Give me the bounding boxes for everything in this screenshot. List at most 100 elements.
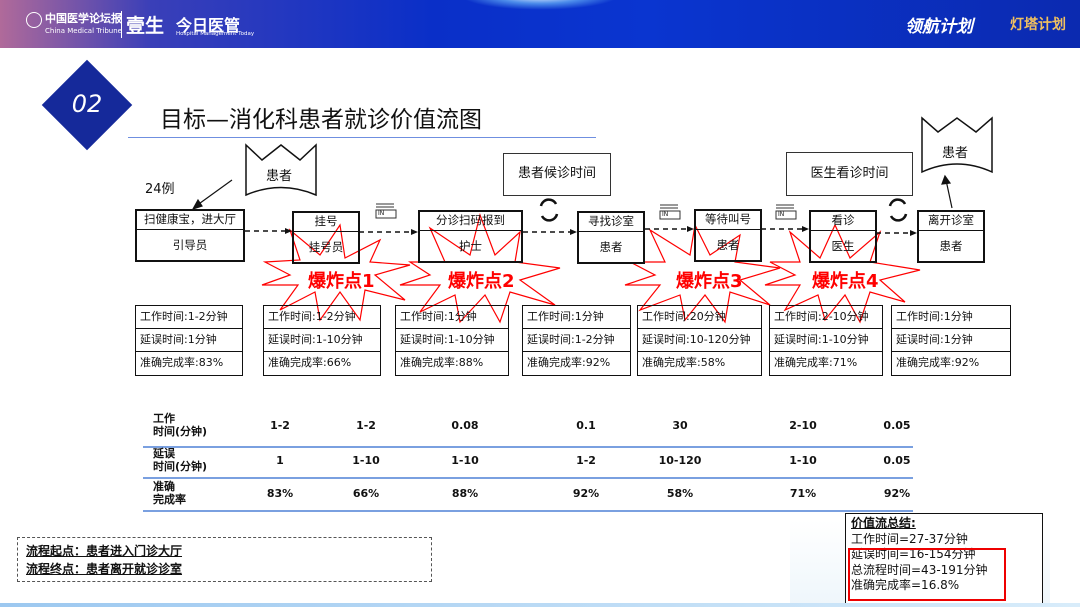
inventory-in-icons <box>375 203 797 220</box>
metrics-box: 工作时间:2-10分钟延误时间:1-10分钟准确完成率:71% <box>769 305 883 376</box>
footer-line <box>0 603 1080 607</box>
process-box: 挂号挂号员 <box>292 211 360 264</box>
process-box: 离开诊室患者 <box>917 210 985 263</box>
summary-total: 总流程时间=43-191分钟 <box>851 562 988 577</box>
accuracy-rate: 准确完成率:92% <box>527 356 611 369</box>
table-divider <box>143 510 913 512</box>
work-time: 工作时间:1-2分钟 <box>264 306 380 329</box>
table-cell: 0.05 <box>883 454 911 467</box>
delay-time: 延误时间:1-10分钟 <box>264 329 380 352</box>
table-row-label: 工作时间(分钟) <box>153 412 207 438</box>
table-cell: 10-120 <box>658 454 702 467</box>
work-time: 工作时间:1分钟 <box>892 306 1010 329</box>
accuracy-rate: 准确完成率:71% <box>774 356 858 369</box>
table-cell: 1-2 <box>270 419 290 432</box>
process-name: 扫健康宝，进大厅 <box>137 211 243 230</box>
table-cell: 66% <box>352 487 380 500</box>
process-name: 寻找诊室 <box>579 213 643 232</box>
row-label-line: 时间(分钟) <box>153 460 208 473</box>
process-box: 寻找诊室患者 <box>577 211 645 264</box>
header-banner: 中国医学论坛报 China Medical Tribune 壹生 今日医管 Ho… <box>0 0 1080 48</box>
explosion-label-3: 爆炸点3 <box>676 271 743 292</box>
process-box: 分诊扫码报到护士 <box>418 210 523 263</box>
header-glow <box>460 0 620 10</box>
row-label-line: 准确 <box>153 480 175 493</box>
case-count: 24例 <box>145 182 175 197</box>
table-row-label: 延误时间(分钟) <box>153 447 207 473</box>
patient-shape-end <box>921 116 993 174</box>
metrics-box: 工作时间:1分钟延误时间:1分钟准确完成率:92% <box>891 305 1011 376</box>
summary-rate: 准确完成率=16.8% <box>851 578 960 592</box>
arrow-heads <box>285 226 917 236</box>
patient-label-end: 患者 <box>942 146 969 161</box>
summary-title: 价值流总结: <box>851 516 916 530</box>
row-label-line: 时间(分钟) <box>153 425 208 438</box>
work-time: 工作时间:1分钟 <box>396 306 508 329</box>
table-cell: 0.05 <box>883 419 911 432</box>
accuracy-rate: 准确完成率:58% <box>642 356 726 369</box>
flow-start: 流程起点：患者进入门诊大厅 <box>26 544 183 558</box>
flow-endpoints-box: 流程起点：患者进入门诊大厅 流程终点：患者离开就诊诊室 <box>17 537 432 582</box>
metrics-box: 工作时间:20分钟延误时间:10-120分钟准确完成率:58% <box>637 305 762 376</box>
delay-time: 延误时间:10-120分钟 <box>638 329 761 352</box>
table-divider <box>143 446 913 448</box>
process-box: 扫健康宝，进大厅引导员 <box>135 209 245 262</box>
explosion-burst-4 <box>764 223 921 324</box>
in-label: IN <box>662 211 669 218</box>
process-role: 引导员 <box>172 238 208 252</box>
delay-time: 延误时间:1分钟 <box>136 329 242 352</box>
in-label: IN <box>378 210 385 217</box>
metrics-box: 工作时间:1分钟延误时间:1-10分钟准确完成率:88% <box>395 305 509 376</box>
patient-shape-start <box>245 143 317 197</box>
process-role: 患者 <box>716 238 740 252</box>
row-label-line: 完成率 <box>153 493 186 506</box>
table-cell: 92% <box>883 487 911 500</box>
logo-yisheng: 壹生 <box>121 11 164 38</box>
doctor-time-box: 医生看诊时间 <box>786 152 913 196</box>
process-role: 医生 <box>831 239 855 253</box>
process-box: 等待叫号患者 <box>694 209 762 262</box>
logo-cmt-cn: 中国医学论坛报 <box>45 12 122 25</box>
summary-work: 工作时间=27-37分钟 <box>851 531 968 546</box>
accuracy-rate: 准确完成率:92% <box>896 356 980 369</box>
table-cell: 83% <box>266 487 294 500</box>
accuracy-rate: 准确完成率:83% <box>140 356 224 369</box>
process-role: 患者 <box>599 240 623 254</box>
table-divider <box>143 477 913 479</box>
metrics-box: 工作时间:1-2分钟延误时间:1-10分钟准确完成率:66% <box>263 305 381 376</box>
title-underline <box>128 137 596 138</box>
table-cell: 1-2 <box>576 454 596 467</box>
delay-time: 延误时间:1-2分钟 <box>523 329 630 352</box>
work-time: 工作时间:1分钟 <box>523 306 630 329</box>
delay-time: 延误时间:1-10分钟 <box>396 329 508 352</box>
logo-dengta: 灯塔计划 <box>1010 17 1066 33</box>
metrics-box: 工作时间:1-2分钟延误时间:1分钟准确完成率:83% <box>135 305 243 376</box>
work-time: 工作时间:1-2分钟 <box>136 306 242 329</box>
highlight-box <box>848 548 1006 601</box>
process-box: 看诊医生 <box>809 210 877 263</box>
accuracy-rate: 准确完成率:66% <box>268 356 352 369</box>
work-time: 工作时间:2-10分钟 <box>770 306 882 329</box>
work-time: 工作时间:20分钟 <box>638 306 761 329</box>
wait-time-box: 患者候诊时间 <box>503 153 611 196</box>
process-role: 患者 <box>939 239 963 253</box>
table-row-label: 准确完成率 <box>153 480 186 506</box>
delay-time: 延误时间:1-10分钟 <box>770 329 882 352</box>
table-cell: 1-10 <box>352 454 380 467</box>
row-label-line: 延误 <box>153 447 175 460</box>
row-label-line: 工作 <box>153 412 175 425</box>
table-cell: 30 <box>672 419 688 432</box>
explosion-label-4: 爆炸点4 <box>812 271 879 292</box>
table-cell: 58% <box>666 487 694 500</box>
arrows <box>191 174 953 211</box>
process-role: 护士 <box>459 239 482 253</box>
table-cell: 2-10 <box>789 419 817 432</box>
logo-hmt-cn: 今日医管 <box>176 16 241 35</box>
value-stream-summary: 价值流总结: 工作时间=27-37分钟 延误时间=16-154分钟 总流程时间=… <box>845 513 1043 604</box>
table-cell: 1-10 <box>451 454 479 467</box>
table-cell: 92% <box>572 487 600 500</box>
logo-cmt-en: China Medical Tribune <box>45 27 122 35</box>
push-arrows <box>245 228 913 234</box>
accuracy-rate: 准确完成率:88% <box>400 356 484 369</box>
table-cell: 0.08 <box>451 419 479 432</box>
